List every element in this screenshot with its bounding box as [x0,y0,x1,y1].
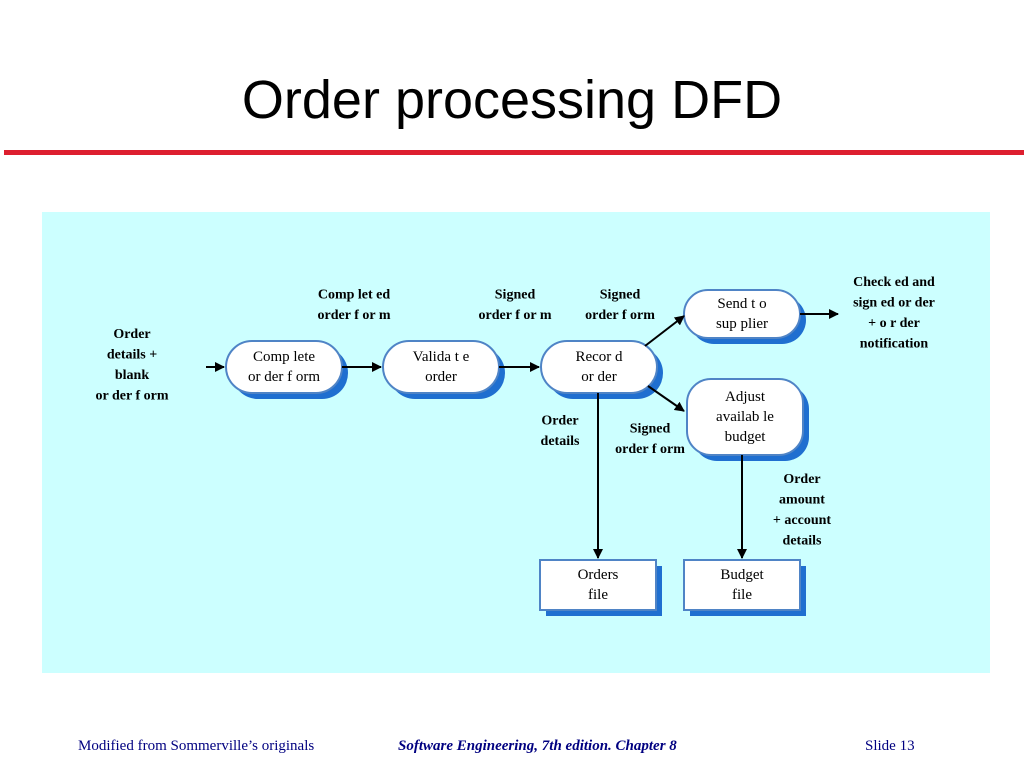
process-send-to-supplier-label: Send t o sup plier [716,296,768,332]
dfd-diagram: Comp lete or der f orm Valida t e order Reco… [96,275,936,616]
process-adjust-available-budget-label-line: availab le [716,409,774,425]
footer-book-title: Software Engineering, 7th edition. Chapt… [398,738,677,754]
process-complete-order-form: Comp lete or der f orm [225,340,348,399]
process-adjust-available-budget-body [686,378,804,456]
flow-label-signed-order-form-3-line: order f orm [615,442,685,457]
process-complete-order-form-label: Comp lete or der f orm [248,349,320,385]
process-record-order-label-line: or der [581,369,616,385]
flow-label-signed-order-form-1: Signed order f or m [479,287,552,323]
process-adjust-available-budget-label-line: Adjust [725,389,766,405]
process-adjust-available-budget-label-line: budget [725,429,767,445]
flow-label-order-details-store-line: Order [541,413,578,428]
process-validate-order: Valida t e order [382,340,505,399]
flow-label-order-amount-account-line: amount [779,492,825,507]
process-send-to-supplier-label-line: Send t o [717,296,766,312]
store-budget-file-body [683,559,801,611]
flow-label-order-amount-account-line: details [783,533,822,548]
diagram-panel: Comp lete or der f orm Valida t e order Reco… [42,212,990,673]
process-record-order-label: Recor d or der [575,349,623,385]
flow-label-checked-and-signed-line: + o r der [868,316,920,331]
flow-label-completed-order-form: Comp let ed order f or m [318,287,391,323]
flow-label-order-amount-account-line: + account [773,513,831,528]
store-budget-file-label-line: Budget [720,567,764,583]
flow-label-completed-order-form-line: Comp let ed [318,287,391,302]
flow-label-checked-and-signed: Check ed and sign ed or der + o r der notif… [853,275,935,352]
store-budget-file: Budget file [683,559,806,616]
flow-label-order-details-blank-form-line: blank [115,368,149,383]
flow-label-order-details-blank-form-line: details + [107,347,157,362]
footer-slide-number: Slide 13 [865,738,915,754]
flow-label-order-amount-account-line: Order [783,472,820,487]
flow-label-checked-and-signed-line: sign ed or der [853,295,935,310]
store-orders-file-body [539,559,657,611]
flow-label-signed-order-form-2-line: Signed [600,287,641,302]
process-record-order-label-line: Recor d [575,349,623,365]
process-validate-order-label-line: Valida t e [413,349,470,365]
process-adjust-available-budget: Adjust availab le budget [686,378,809,461]
flow-label-order-amount-account: Order amount + account details [773,472,831,549]
store-orders-file: Orders file [539,559,662,616]
flow-label-signed-order-form-2-line: order f orm [585,308,655,323]
flow-label-signed-order-form-3-line: Signed [630,421,671,436]
flow-label-completed-order-form-line: order f or m [318,308,391,323]
flow-label-signed-order-form-3: Signed order f orm [615,421,685,457]
store-orders-file-label-line: file [588,587,608,603]
store-orders-file-label: Orders file [578,567,619,603]
page-title: Order processing DFD [241,70,783,130]
flow-label-order-details-store-line: details [541,434,580,449]
process-adjust-available-budget-label: Adjust availab le budget [716,389,774,445]
flow-label-checked-and-signed-line: notification [860,336,929,351]
process-send-to-supplier-label-line: sup plier [716,316,768,332]
flow-label-signed-order-form-2: Signed order f orm [585,287,655,323]
store-budget-file-label-line: file [732,587,752,603]
process-complete-order-form-label-line: or der f orm [248,369,320,385]
process-record-order: Recor d or der [540,340,663,399]
process-complete-order-form-label-line: Comp lete [253,349,315,365]
flow-label-order-details-blank-form-line: Order [113,327,150,342]
flow-label-checked-and-signed-line: Check ed and [853,275,935,290]
flow-label-signed-order-form-1-line: order f or m [479,308,552,323]
flow-label-order-details-blank-form: Order details + blank or der f orm [96,327,169,404]
store-budget-file-label: Budget file [720,567,764,603]
arrow-record-to-send [644,315,685,347]
edges-layer [206,309,839,559]
process-validate-order-label-line: order [425,369,457,385]
shapes-layer: Comp lete or der f orm Valida t e order Reco… [225,289,809,616]
title-rule [4,150,1024,155]
process-validate-order-label: Valida t e order [413,349,470,385]
labels-layer: Order details + blank or der f orm Comp let … [96,275,936,549]
flow-label-order-details-blank-form-line: or der f orm [96,388,169,403]
process-send-to-supplier: Send t o sup plier [683,289,806,344]
store-orders-file-label-line: Orders [578,567,619,583]
footer-credit: Modified from Sommerville’s originals [78,738,315,754]
arrow-record-to-adjust [647,385,685,412]
flow-label-signed-order-form-1-line: Signed [495,287,536,302]
flow-label-order-details-store: Order details [541,413,580,449]
